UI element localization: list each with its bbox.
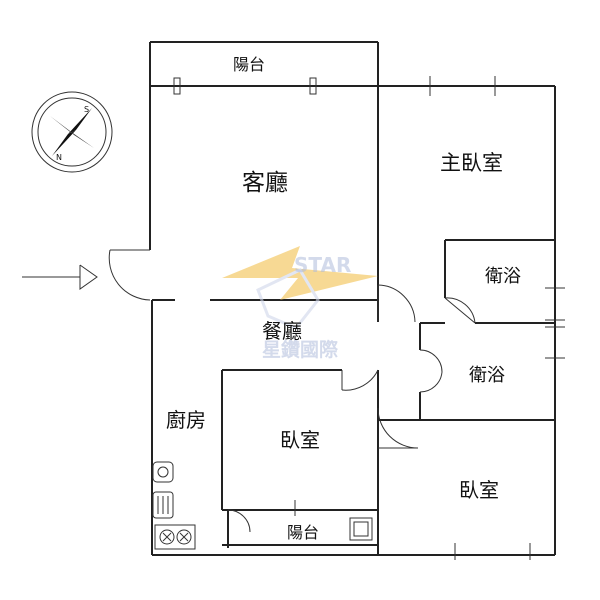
doors — [108, 249, 476, 533]
room-label-balcony-top: 陽台 — [233, 55, 265, 74]
entrance-arrow-icon — [22, 264, 98, 290]
washing-machine-icon — [349, 517, 373, 541]
window-marks — [173, 76, 565, 560]
watermark-logo: STAR 星鑽國際 — [222, 246, 378, 361]
refrigerator-icon — [152, 491, 174, 519]
stove-icon — [154, 524, 196, 550]
room-label-kitchen: 廚房 — [166, 408, 206, 432]
watermark-logo-text: STAR — [294, 253, 351, 277]
room-label-bath-2: 衛浴 — [469, 365, 505, 386]
compass-icon: S N — [31, 91, 113, 173]
room-label-bedroom-center: 臥室 — [280, 428, 320, 452]
room-label-master-bedroom: 主臥室 — [440, 151, 503, 175]
kitchen-sink-icon — [152, 461, 174, 483]
room-label-balcony-bottom: 陽台 — [287, 523, 319, 542]
room-label-living: 客廳 — [242, 170, 288, 196]
compass-north-label: N — [56, 153, 62, 162]
room-label-bath-1: 衛浴 — [485, 266, 521, 287]
room-label-bedroom-right: 臥室 — [459, 478, 499, 502]
room-label-dining: 餐廳 — [262, 319, 302, 343]
compass-south-label: S — [84, 105, 89, 114]
watermark-chinese-text: 星鑽國際 — [262, 338, 339, 361]
